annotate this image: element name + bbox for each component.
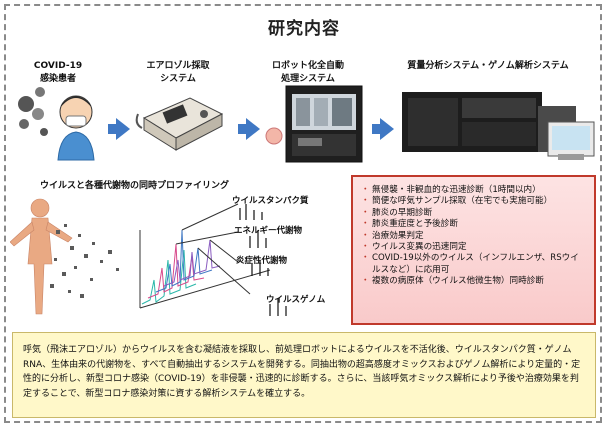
stage-label-robot: ロボット化全自動 処理システム bbox=[271, 61, 344, 84]
flow-arrow-1 bbox=[108, 118, 130, 140]
flow-arrow-3 bbox=[372, 118, 394, 140]
label-inflammatory-metabolite: 炎症性代謝物 bbox=[236, 256, 288, 266]
label-energy-metabolite: エネルギー代謝物 bbox=[234, 226, 303, 236]
stage-label-aerosol: エアロゾル採取 システム bbox=[146, 61, 210, 84]
patient-illustration bbox=[18, 87, 95, 161]
label-viral-genome: ウイルスゲノム bbox=[266, 295, 326, 305]
label-viral-protein: ウイルスタンパク質 bbox=[232, 196, 309, 206]
benefit-item: 治療効果判定 bbox=[361, 231, 586, 243]
patient-icon bbox=[57, 95, 95, 161]
human-body-illustration bbox=[10, 198, 119, 315]
benefit-item: 無侵襲・非観血的な迅速診断（1時間以内） bbox=[361, 185, 586, 197]
benefit-item: 肺炎重症度と予後診断 bbox=[361, 219, 586, 231]
virus-particles-icon bbox=[18, 87, 48, 136]
mass-spec-genome-illustration bbox=[402, 92, 595, 160]
benefit-item: 簡便な呼気サンプル採取（在宅でも実施可能） bbox=[361, 196, 586, 208]
summary-box: 呼気（飛沫エアロゾル）からウイルスを含む凝結液を採取し、前処理ロボットによるウイ… bbox=[12, 332, 596, 418]
benefits-box: 無侵襲・非観血的な迅速診断（1時間以内） 簡便な呼気サンプル採取（在宅でも実施可… bbox=[351, 175, 596, 325]
benefit-item: 複数の病原体（ウイルス他微生物）同時診断 bbox=[361, 276, 586, 288]
aerosol-device-illustration bbox=[135, 97, 224, 151]
benefit-item: 肺炎の早期診断 bbox=[361, 208, 586, 220]
stage-label-patient: COVID-19 感染患者 bbox=[33, 61, 83, 84]
profiling-title: ウイルスと各種代謝物の同時プロファイリング bbox=[40, 181, 230, 191]
spectra-chart-illustration bbox=[139, 203, 287, 316]
page-title: 研究内容 bbox=[268, 19, 340, 39]
benefit-item: COVID-19以外のウイルス（インフルエンザ、RSウイルスなど）に応用可 bbox=[361, 253, 586, 276]
benefit-item: ウイルス変異の迅速同定 bbox=[361, 242, 586, 254]
robot-system-illustration bbox=[265, 85, 363, 163]
stage-label-analysis: 質量分析システム・ゲノム解析システム bbox=[407, 61, 569, 71]
flow-arrow-2 bbox=[238, 118, 260, 140]
